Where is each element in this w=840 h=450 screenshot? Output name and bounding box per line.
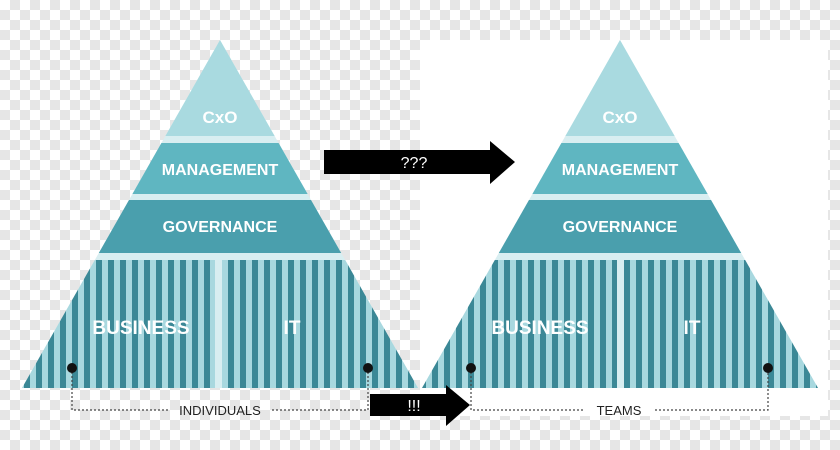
dot-icon bbox=[763, 363, 773, 373]
tier-cxo bbox=[422, 40, 818, 136]
label-it: IT bbox=[284, 318, 301, 339]
label-management: MANAGEMENT bbox=[562, 162, 679, 179]
label-business: BUSINESS bbox=[491, 318, 588, 339]
column-it bbox=[624, 260, 818, 388]
label-cxo: CxO bbox=[603, 108, 638, 127]
dot-icon bbox=[363, 363, 373, 373]
label-business: BUSINESS bbox=[92, 318, 189, 339]
dot-icon bbox=[466, 363, 476, 373]
label-governance: GOVERNANCE bbox=[563, 219, 678, 236]
label-cxo: CxO bbox=[203, 108, 238, 127]
bottom-arrow: !!! bbox=[370, 385, 470, 426]
tier-cxo bbox=[22, 40, 418, 136]
right-arrow-icon bbox=[324, 141, 515, 184]
top-arrow: ??? bbox=[324, 141, 515, 184]
dot-icon bbox=[67, 363, 77, 373]
individuals-label: INDIVIDUALS bbox=[179, 403, 261, 418]
column-it bbox=[222, 260, 418, 388]
top-arrow-label: ??? bbox=[401, 155, 428, 172]
label-governance: GOVERNANCE bbox=[163, 219, 278, 236]
label-it: IT bbox=[684, 318, 701, 339]
right-labels: CxO MANAGEMENT GOVERNANCE BUSINESS IT bbox=[491, 108, 700, 339]
teams-label: TEAMS bbox=[597, 403, 642, 418]
individuals-bracket: INDIVIDUALS bbox=[67, 363, 373, 418]
bottom-arrow-label: !!! bbox=[407, 398, 420, 415]
right-arrow-icon bbox=[370, 385, 470, 426]
label-management: MANAGEMENT bbox=[162, 162, 279, 179]
teams-bracket: TEAMS bbox=[466, 363, 773, 418]
left-labels: CxO MANAGEMENT GOVERNANCE BUSINESS IT bbox=[92, 108, 300, 339]
